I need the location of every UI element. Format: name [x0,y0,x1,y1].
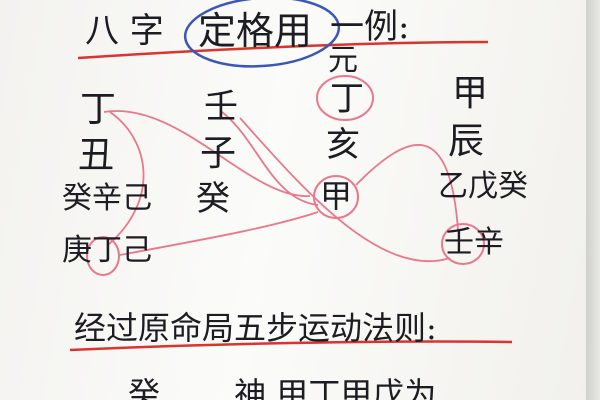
pillar-hour-stem: 甲 [452,73,489,114]
title-circled: 定格用 [198,9,313,53]
pillar-year-hidden-1: 癸辛己 [62,181,152,216]
subtitle-underline [69,340,513,352]
link-year-loop [107,111,145,246]
pillar-day-label: 元 [328,43,358,78]
link-year-to-day [103,110,311,197]
whiteboard-frame [586,0,600,400]
pillar-month-stem: 壬 [204,87,238,127]
year-hidden-circle [86,236,120,276]
pillar-day-branch: 亥 [326,125,360,165]
title-right: 一例: [330,7,410,47]
title-left: 八 字 [85,11,164,51]
pillar-hour-branch: 辰 [448,121,485,162]
day-stem-circle [316,75,374,121]
subtitle: 经过原命局五步运动法则: [74,309,437,347]
hour-branch-circle [441,223,485,265]
pillar-year-branch: 丑 [78,135,115,176]
bottom-partial-text: 癸… …神 甲丁甲戊为 [128,375,437,400]
pillar-hour-hidden-2: 壬辛 [444,225,504,260]
pillar-day-stem: 丁 [330,79,364,119]
link-year-to-day-bottom [119,211,319,256]
pillar-month-hidden-1: 癸 [196,179,230,219]
pillar-year-stem: 丁 [80,89,117,130]
title-underline [77,40,489,60]
pillar-day-hidden-1: 甲 [320,177,353,215]
pillar-hour-hidden-1: 乙戊癸 [438,169,528,204]
pillar-year-hidden-2: 庚丁己 [62,233,152,268]
title-circle [183,0,341,68]
link-month-to-day [221,111,319,206]
link-month-to-hour [239,117,451,263]
pillar-month-branch: 子 [200,133,237,174]
link-day-to-hour-top [355,144,459,231]
